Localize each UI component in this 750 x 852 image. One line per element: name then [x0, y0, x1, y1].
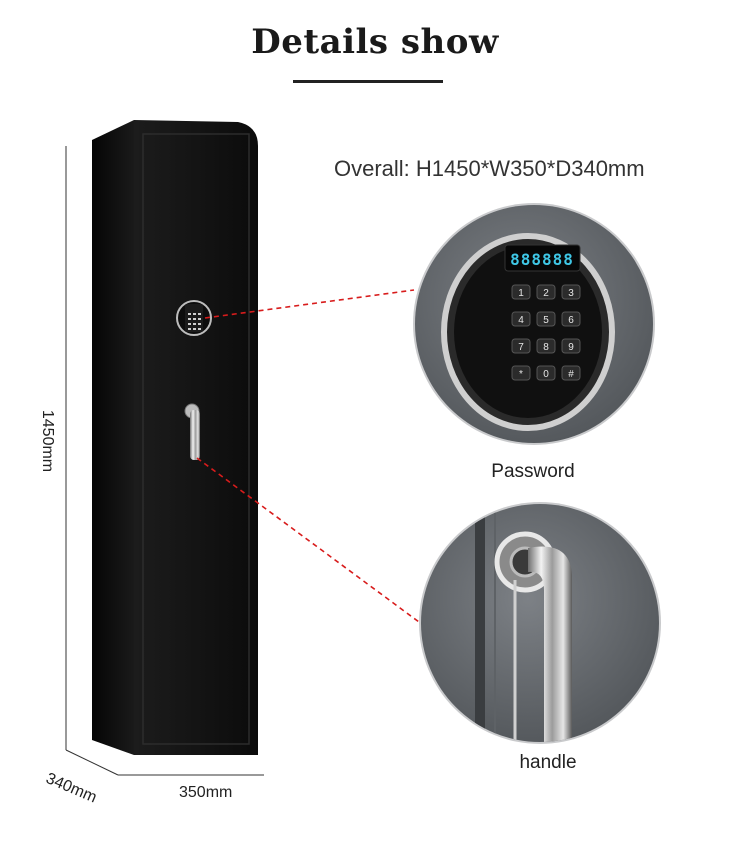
keypad-key-label: #: [568, 369, 574, 380]
safe-side-panel: [92, 120, 134, 755]
keypad-key: [561, 338, 581, 354]
keypad-key-label: 6: [568, 315, 574, 326]
gun-safe: [92, 120, 258, 755]
keypad-key: [511, 338, 531, 354]
depth-dimension-line: [65, 749, 119, 776]
keypad-display-digits: 888888: [510, 250, 574, 269]
keypad-key: [511, 311, 531, 327]
keypad-keys: 1 2 3 4 5 6 7 8 9 * 0 #: [511, 284, 581, 381]
keypad-key-label: 2: [543, 288, 549, 299]
page-title: Details show: [251, 22, 499, 62]
password-callout-line: [204, 289, 415, 319]
keypad-key: [561, 311, 581, 327]
overall-dimensions: Overall: H1450*W350*D340mm: [334, 156, 645, 181]
keypad-key: [536, 365, 556, 381]
keypad-key: [561, 284, 581, 300]
keypad-key: [511, 365, 531, 381]
door-inner-frame: [142, 133, 250, 745]
keypad-detail: 888888 1 2 3 4 5 6 7 8 9 * 0 #: [413, 203, 655, 445]
handle-detail: [419, 502, 661, 744]
safe-handle: [190, 410, 200, 460]
keypad-key-label: 9: [568, 342, 574, 353]
keypad-key-label: 0: [543, 369, 549, 380]
keypad-key: [511, 284, 531, 300]
keypad-key-label: 5: [543, 315, 549, 326]
keypad-key: [536, 338, 556, 354]
keypad-face: [454, 246, 602, 418]
handle-bar: [528, 546, 572, 742]
keypad-key-label: 4: [518, 315, 524, 326]
keypad-key: [536, 311, 556, 327]
handle-caption: handle: [519, 752, 577, 773]
width-label: 350mm: [179, 784, 233, 801]
keypad-key: [536, 284, 556, 300]
keypad-display: [504, 244, 581, 272]
dimension-lines: [65, 146, 264, 776]
keypad-key-label: *: [519, 369, 523, 380]
keypad-key-label: 7: [518, 342, 524, 353]
height-label: 1450mm: [39, 409, 57, 473]
keypad-key: [561, 365, 581, 381]
keypad-key-label: 3: [568, 288, 574, 299]
handle-callout-line: [196, 457, 420, 623]
keypad-key-label: 8: [543, 342, 549, 353]
title-underline: [293, 80, 443, 83]
password-caption: Password: [491, 461, 575, 482]
keypad-key-label: 1: [518, 288, 524, 299]
